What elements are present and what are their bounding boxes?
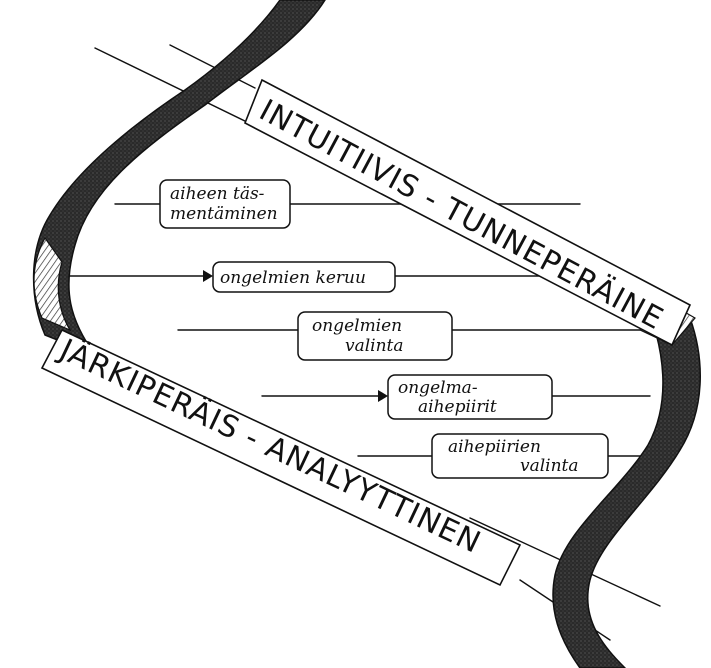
step-1: aiheen täs- mentäminen xyxy=(160,180,290,228)
dark-strand-bottom xyxy=(553,290,700,668)
step-5-line2: valinta xyxy=(520,456,579,476)
dark-strand-top xyxy=(34,0,325,355)
step-4-line2: aihepiirit xyxy=(418,397,497,417)
step-3: ongelmien valinta xyxy=(298,312,452,360)
step-2: ongelmien keruu xyxy=(203,262,395,292)
step-4: ongelma- aihepiirit xyxy=(378,375,552,419)
step-3-line2: valinta xyxy=(345,336,404,356)
step-2-line1: ongelmien keruu xyxy=(220,268,366,288)
step-4-arrowhead xyxy=(378,390,388,402)
step-2-arrowhead xyxy=(203,270,213,282)
step-1-line2: mentäminen xyxy=(170,204,278,224)
step-1-line1: aiheen täs- xyxy=(170,184,265,204)
step-3-line1: ongelmien xyxy=(312,316,402,336)
lower-ribbon-label: JÄRKIPERÄIS - ANALYYTTINEN xyxy=(53,332,487,561)
step-5: aihepiirien valinta xyxy=(432,434,608,478)
step-5-line1: aihepiirien xyxy=(448,437,541,457)
step-4-line1: ongelma- xyxy=(398,378,478,398)
